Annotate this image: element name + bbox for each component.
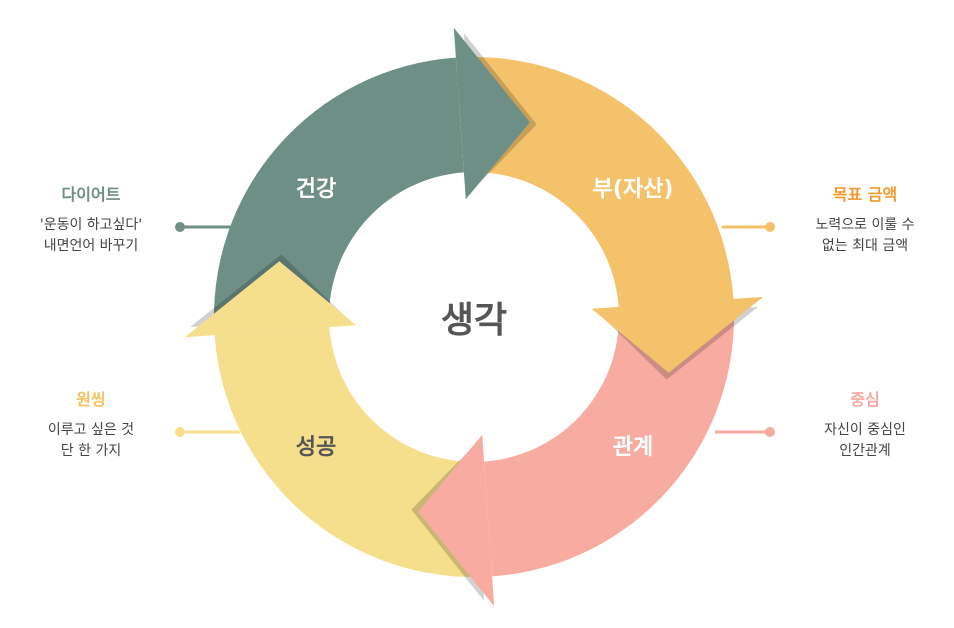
note-title: 다이어트 bbox=[61, 185, 121, 204]
note-line: 단 한 가지 bbox=[60, 443, 122, 459]
note-title: 원씽 bbox=[76, 390, 106, 409]
arrow-head-health bbox=[453, 27, 530, 200]
note-line: 이루고 싶은 것 bbox=[47, 422, 135, 438]
segment-label-wealth: 부(자산) bbox=[592, 177, 674, 202]
note-line: '운동이 하고싶다' bbox=[39, 217, 143, 233]
arrow-head-success bbox=[184, 261, 357, 338]
arrow-head-wealth bbox=[591, 296, 764, 373]
note-line: 자신이 중심인 bbox=[824, 422, 906, 438]
note-center: 중심 자신이 중심인 인간관계 bbox=[765, 386, 954, 462]
arrow-head-relationship bbox=[418, 434, 495, 607]
segment-label-relationship: 관계 bbox=[612, 435, 654, 460]
note-line: 내면언어 바꾸기 bbox=[43, 238, 139, 254]
note-line: 노력으로 이룰 수 bbox=[815, 217, 915, 233]
connector-dot-diet bbox=[175, 222, 185, 232]
connector-dot-onething bbox=[175, 427, 185, 437]
center-label: 생각 bbox=[440, 300, 508, 341]
connector-dot-center bbox=[765, 427, 775, 437]
connector-dot-goal bbox=[765, 222, 775, 232]
note-title: 목표 금액 bbox=[832, 185, 898, 204]
note-goal: 목표 금액 노력으로 이룰 수 없는 최대 금액 bbox=[765, 181, 954, 257]
note-title: 중심 bbox=[850, 390, 880, 409]
segment-label-success: 성공 bbox=[295, 435, 337, 460]
note-diet: 다이어트 '운동이 하고싶다' 내면언어 바꾸기 bbox=[0, 181, 191, 257]
segment-label-health: 건강 bbox=[295, 177, 337, 202]
note-line: 인간관계 bbox=[839, 443, 891, 459]
note-onething: 원씽 이루고 싶은 것 단 한 가지 bbox=[0, 386, 191, 462]
note-line: 없는 최대 금액 bbox=[821, 238, 909, 254]
